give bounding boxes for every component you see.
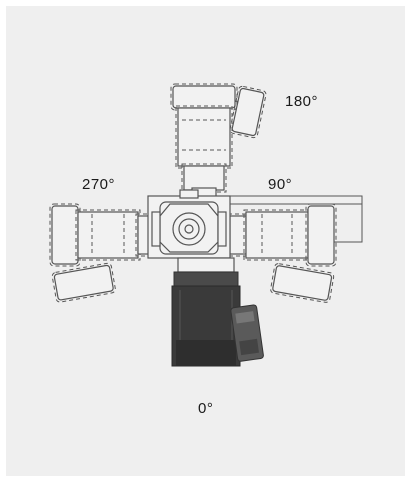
motor-position-0 bbox=[171, 257, 264, 367]
motor-position-180 bbox=[170, 83, 267, 199]
angle-label-0: 0° bbox=[198, 400, 214, 417]
angle-label-90: 90° bbox=[268, 176, 293, 193]
angle-label-180: 180° bbox=[285, 93, 319, 110]
gearbox-housing bbox=[147, 189, 231, 259]
motor-position-90 bbox=[227, 195, 363, 303]
motor-position-270 bbox=[49, 203, 159, 303]
angle-label-270: 270° bbox=[82, 176, 116, 193]
